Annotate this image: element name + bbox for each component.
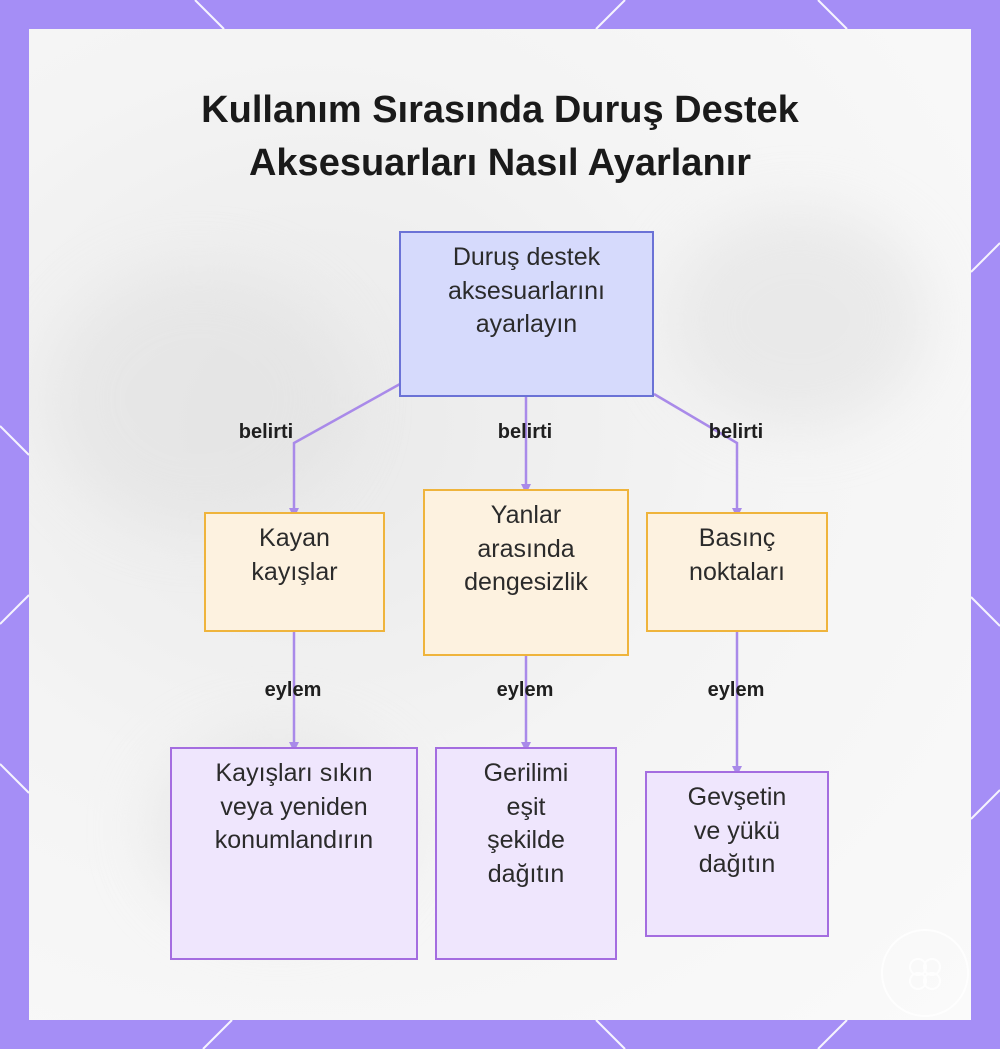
node-text: Duruş destek aksesuarlarını ayarlayın xyxy=(448,241,605,342)
node-text: Yanlar arasında dengesizlik xyxy=(464,499,588,600)
action-node: Kayışları sıkın veya yeniden konumlandır… xyxy=(170,747,418,960)
node-text-line: noktaları xyxy=(689,557,785,586)
edge-label-action: eylem xyxy=(496,679,554,701)
background-blur xyxy=(669,209,929,429)
edge-label-symptom: belirti xyxy=(238,421,294,443)
diagram-title: Kullanım Sırasında Duruş Destek Aksesuar… xyxy=(29,84,971,190)
logo-watermark-icon xyxy=(881,929,969,1017)
node-text-line: Duruş destek xyxy=(452,243,601,271)
connector-root-to-symptom-3 xyxy=(653,392,742,518)
root-node: Duruş destek aksesuarlarını ayarlayın xyxy=(399,231,654,397)
node-text: Kayan kayışlar xyxy=(251,522,337,589)
symptom-node: Yanlar arasında dengesizlik xyxy=(423,489,629,656)
title-line: Aksesuarları Nasıl Ayarlanır xyxy=(248,142,751,184)
node-text: Kayışları sıkın veya yeniden konumlandır… xyxy=(215,757,373,858)
connector-root-to-symptom-1 xyxy=(289,382,401,518)
node-text-line: eşit xyxy=(506,792,546,821)
edge-label-symptom: belirti xyxy=(708,421,764,443)
symptom-node: Basınç noktaları xyxy=(646,512,828,632)
background-blur xyxy=(49,269,349,529)
action-node: Gevşetin ve yükü dağıtın xyxy=(645,771,829,937)
node-text-line: veya yeniden xyxy=(220,792,368,821)
edge-label-action: eylem xyxy=(707,679,765,701)
node-text-line: ayarlayın xyxy=(475,310,578,338)
node-text-line: şekilde xyxy=(487,826,565,854)
node-text-line: dağıtın xyxy=(698,850,776,878)
title-line: Kullanım Sırasında Duruş Destek xyxy=(201,89,799,131)
node-text-line: dağıtın xyxy=(487,859,565,888)
node-text-line: Basınç xyxy=(698,524,776,552)
node-text-line: Kayan xyxy=(259,524,330,552)
node-text-line: konumlandırın xyxy=(214,826,374,854)
node-text: Basınç noktaları xyxy=(689,522,785,589)
edge-label-symptom: belirti xyxy=(497,421,553,443)
node-text-line: aksesuarlarını xyxy=(447,276,606,305)
node-text-line: Yanlar xyxy=(490,501,562,529)
symptom-node: Kayan kayışlar xyxy=(204,512,385,632)
node-text-line: Kayışları sıkın xyxy=(215,759,373,787)
node-text-line: Gerilimi xyxy=(483,759,569,787)
action-node: Gerilimi eşit şekilde dağıtın xyxy=(435,747,617,960)
node-text-line: dengesizlik xyxy=(464,568,588,596)
node-text-line: kayışlar xyxy=(251,557,338,586)
node-text-line: ve yükü xyxy=(693,816,781,845)
node-text-line: Gevşetin xyxy=(687,783,787,811)
diagram-panel: Kullanım Sırasında Duruş Destek Aksesuar… xyxy=(29,29,971,1020)
connector-lines xyxy=(289,382,742,776)
node-text-line: arasında xyxy=(477,534,575,563)
edge-label-action: eylem xyxy=(264,679,322,701)
node-text: Gevşetin ve yükü dağıtın xyxy=(688,781,787,882)
node-text: Gerilimi eşit şekilde dağıtın xyxy=(484,757,569,891)
